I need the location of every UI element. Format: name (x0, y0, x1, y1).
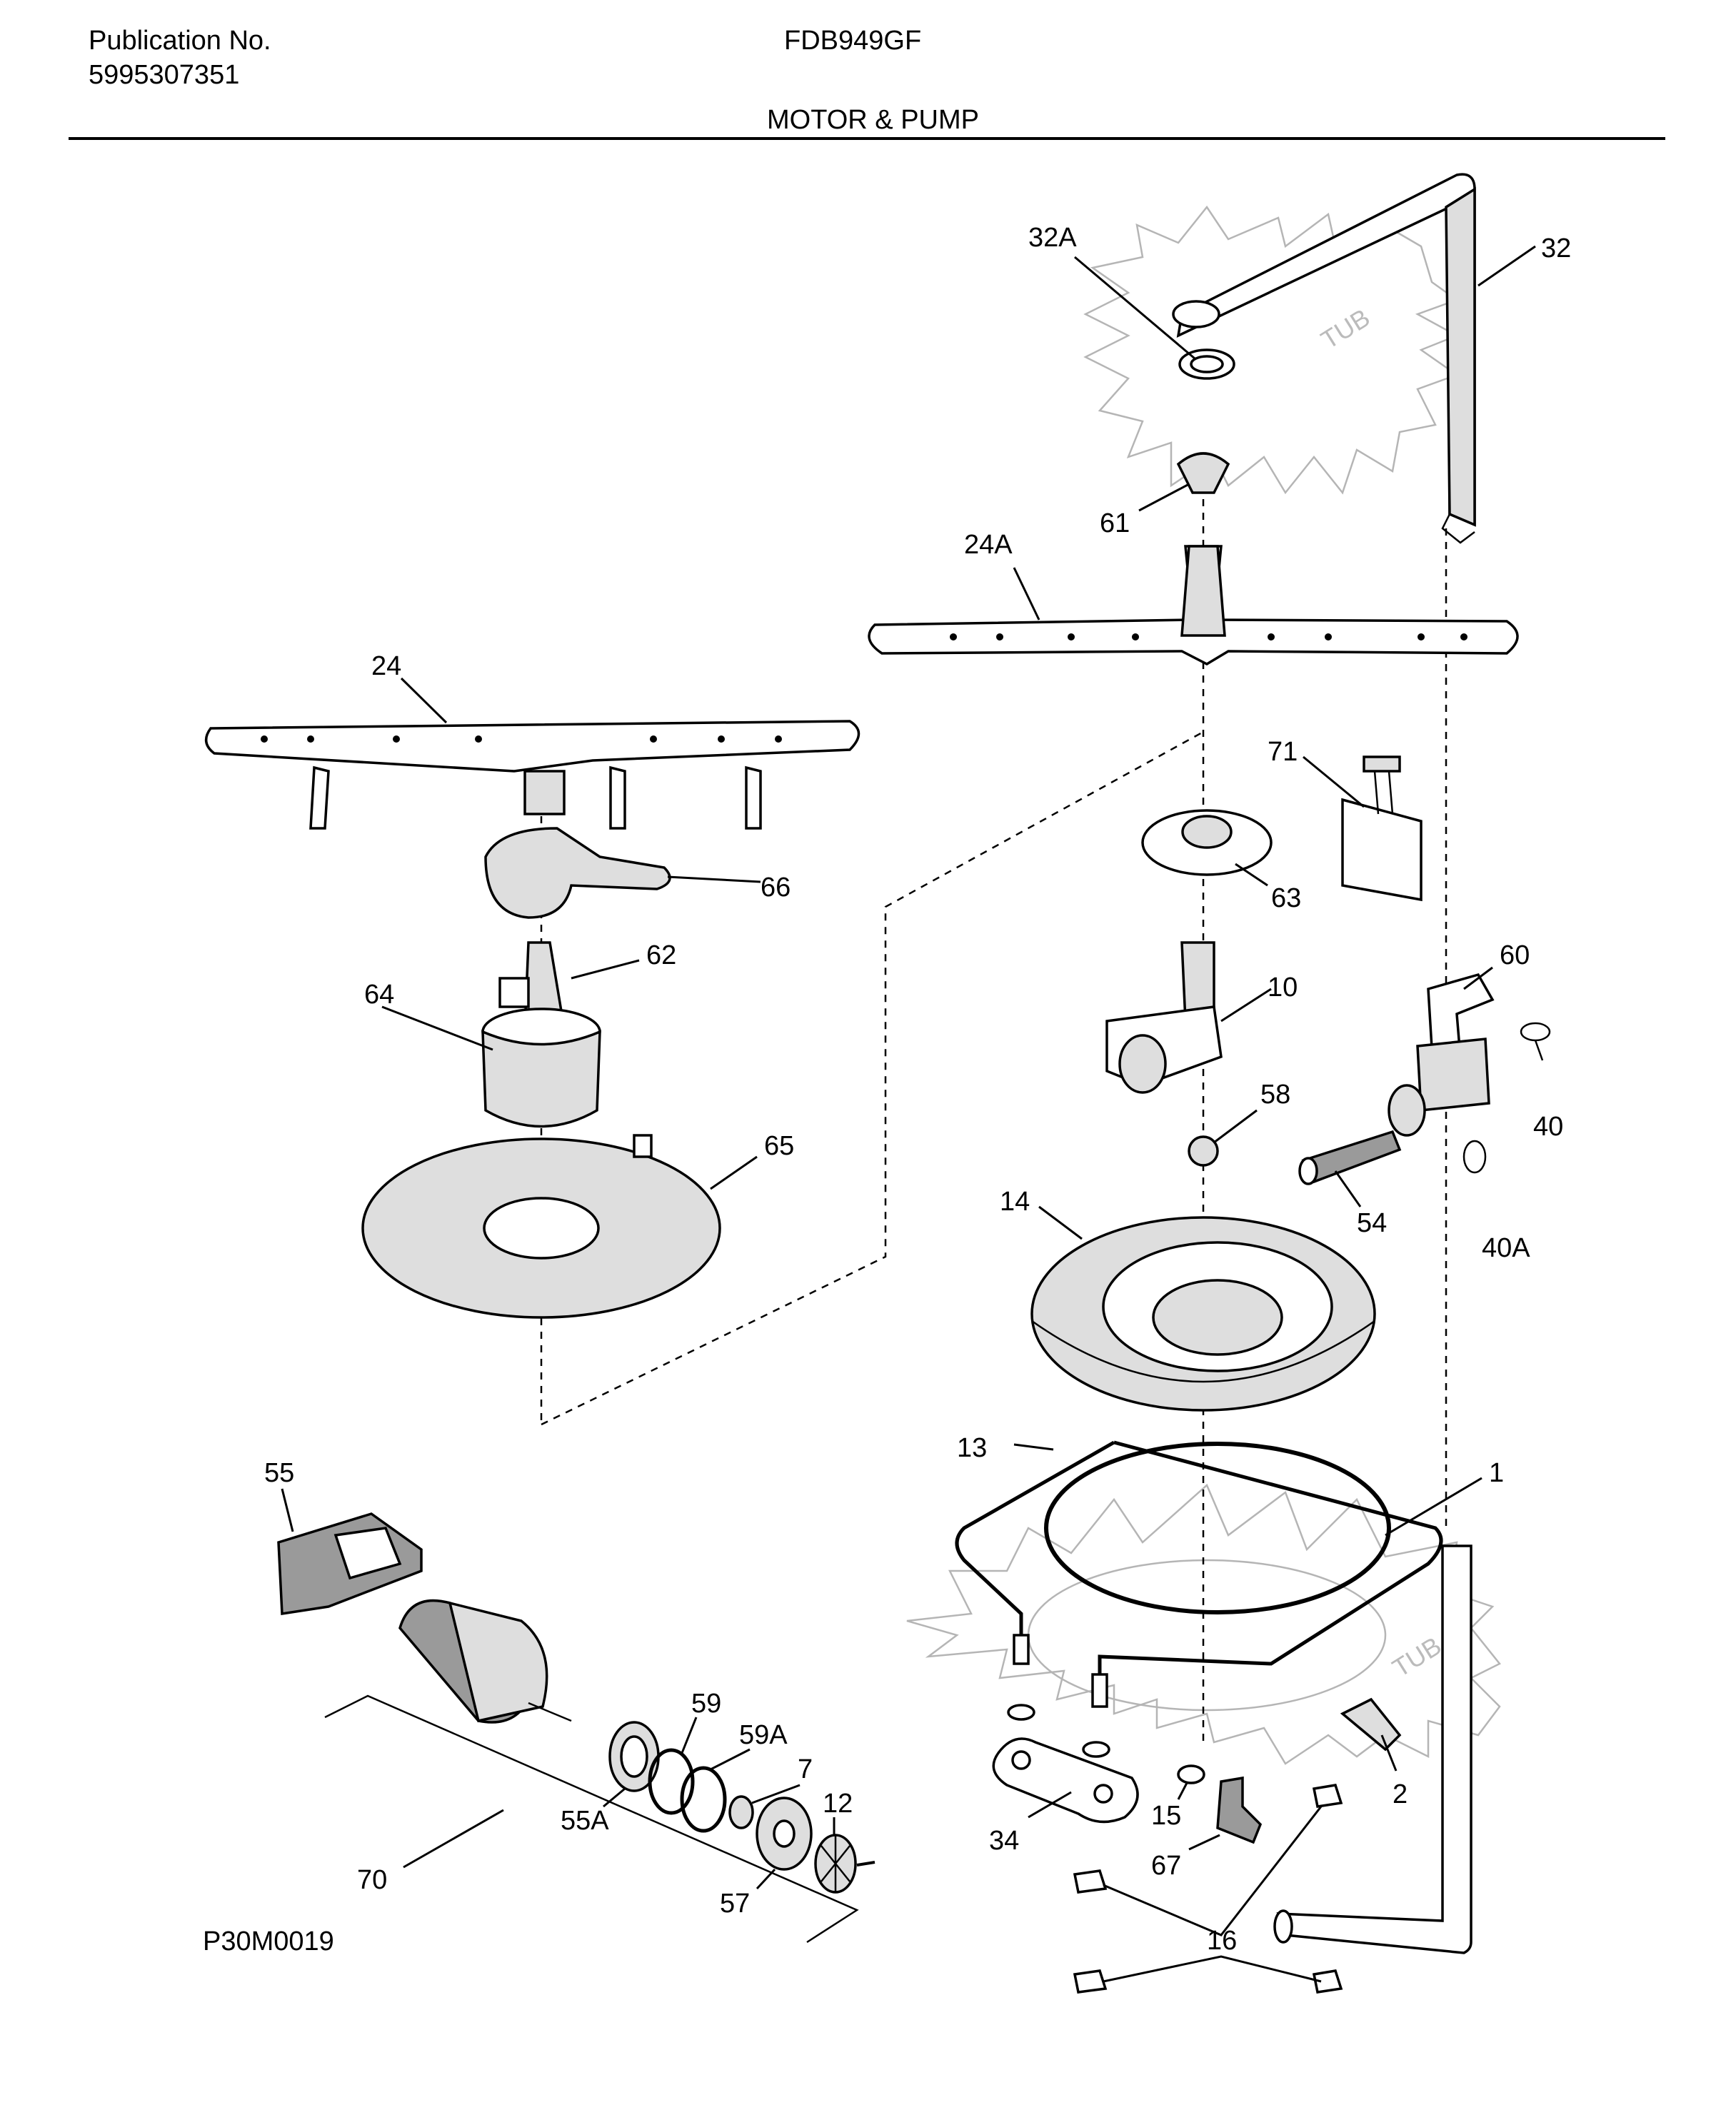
callout-54: 54 (1357, 1208, 1387, 1238)
callout-59: 59 (691, 1689, 721, 1719)
part-16-clips (1073, 1784, 1343, 1994)
part-71-sensor (1341, 755, 1423, 902)
callout-12: 12 (823, 1789, 853, 1819)
callout-24a: 24A (964, 530, 1013, 560)
callout-7: 7 (798, 1754, 813, 1784)
part-7-seal (728, 1795, 754, 1829)
part-64-filter (481, 1008, 601, 1128)
callout-10: 10 (1268, 973, 1298, 1003)
callout-59a: 59A (739, 1720, 788, 1750)
callout-40a: 40A (1482, 1233, 1530, 1263)
callout-13: 13 (957, 1433, 987, 1463)
callout-16: 16 (1207, 1926, 1237, 1956)
part-24-lower-spray-arm (204, 720, 861, 830)
header-rule (69, 137, 1665, 140)
callout-70: 70 (357, 1865, 387, 1895)
part-61-nozzle (1176, 452, 1230, 494)
part-70-bracket-line (324, 1694, 859, 1944)
callout-62: 62 (646, 940, 676, 970)
section-title: MOTOR & PUMP (767, 105, 979, 135)
callout-40: 40 (1533, 1112, 1563, 1142)
part-59a-ring (680, 1766, 727, 1833)
callout-63: 63 (1271, 883, 1301, 913)
part-callouts: 32A 32 61 24A 24 71 66 63 62 60 64 10 58… (264, 223, 1571, 1956)
callout-55: 55 (264, 1458, 294, 1488)
callout-60: 60 (1500, 940, 1530, 970)
part-59-ring (648, 1748, 695, 1815)
callout-34: 34 (989, 1826, 1019, 1856)
part-63-cover (1141, 809, 1273, 876)
tub-label-top: TUB (1316, 303, 1375, 355)
callout-2: 2 (1393, 1779, 1408, 1809)
callout-57: 57 (720, 1889, 750, 1919)
callout-67: 67 (1151, 1851, 1181, 1881)
part-12-chopper (814, 1834, 875, 1894)
diagram-code: P30M0019 (203, 1926, 334, 1956)
callout-24: 24 (371, 651, 401, 681)
part-13-gasket (1044, 1442, 1391, 1614)
callout-58: 58 (1260, 1080, 1290, 1110)
part-55-bracket (277, 1512, 423, 1616)
part-14-sump (1030, 1216, 1376, 1412)
part-40-clamp (1520, 1022, 1551, 1061)
callout-15: 15 (1151, 1801, 1181, 1831)
part-57-impeller (756, 1797, 813, 1871)
callout-71: 71 (1268, 737, 1298, 767)
part-15-clip (1177, 1764, 1205, 1784)
callout-1: 1 (1489, 1458, 1504, 1488)
assembly-axes (540, 486, 1447, 1742)
tub-outline-top: TUB (1083, 205, 1459, 495)
callout-65: 65 (764, 1131, 794, 1161)
part-2-bracket (1340, 1697, 1402, 1752)
part-62-tube (498, 941, 569, 1037)
part-32a-grommet (1178, 348, 1235, 380)
part-65-filter-plate (361, 1134, 721, 1319)
tub-label-bottom: TUB (1388, 1631, 1447, 1683)
publication-label: Publication No. (89, 26, 271, 56)
part-54-hose (1298, 1130, 1402, 1185)
part-24a-upper-spray-arm (868, 545, 1519, 666)
part-60-inlet-valve (1388, 973, 1495, 1137)
part-58-ball (1188, 1135, 1219, 1167)
callout-55a: 55A (561, 1806, 609, 1836)
part-40a-clamp (1462, 1140, 1487, 1174)
callout-66: 66 (761, 873, 791, 903)
callout-64: 64 (364, 980, 394, 1010)
callout-14: 14 (1000, 1187, 1030, 1217)
part-lower-hose (1273, 1544, 1472, 1954)
part-10-pump-housing (1105, 941, 1223, 1094)
part-66-deflector (484, 827, 671, 919)
part-motor (398, 1599, 572, 1724)
part-1-heater (955, 1440, 1443, 1758)
model-number: FDB949GF (784, 26, 922, 56)
publication-number: 5995307351 (89, 60, 240, 90)
callout-32a: 32A (1028, 223, 1077, 253)
part-34-plate (992, 1737, 1139, 1824)
callout-61: 61 (1100, 508, 1130, 538)
leader-lines (281, 245, 1536, 1983)
callout-32: 32 (1541, 233, 1571, 263)
part-32-hose (1172, 173, 1476, 544)
part-67-hose (1216, 1776, 1263, 1844)
